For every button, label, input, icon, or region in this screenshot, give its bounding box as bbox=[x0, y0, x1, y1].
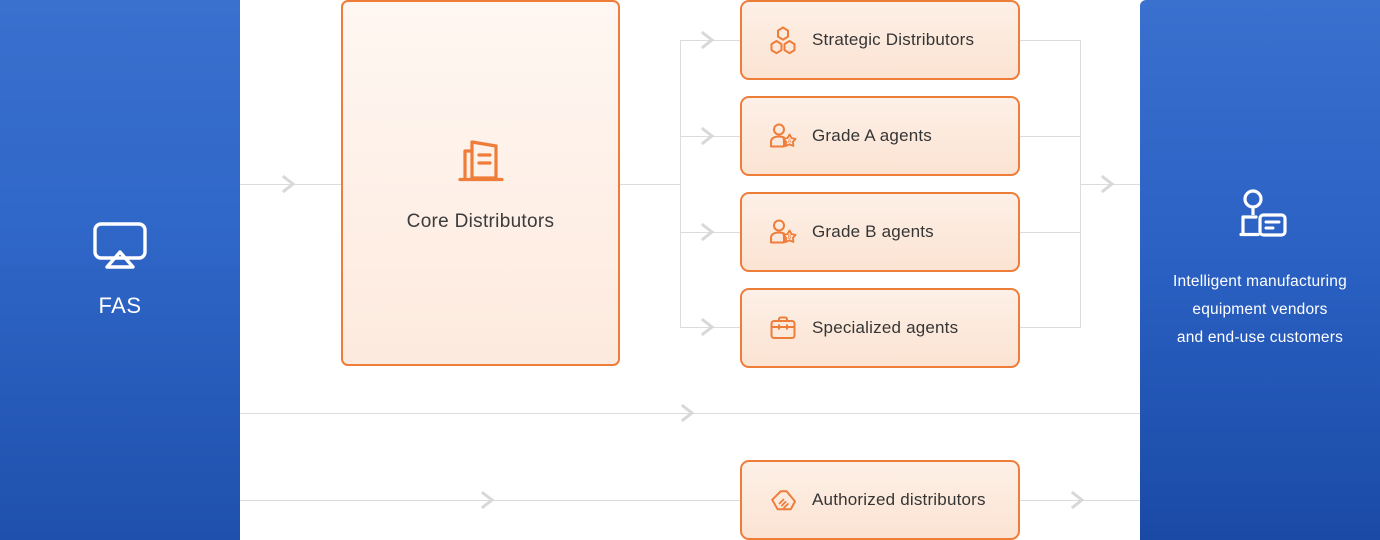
arrow-branch-2-icon bbox=[700, 126, 716, 146]
svg-text:B: B bbox=[787, 235, 791, 241]
card-strategic-distributors[interactable]: Strategic Distributors bbox=[740, 0, 1020, 80]
right-panel-line-2: equipment vendors bbox=[1192, 301, 1328, 318]
arrow-authorized-to-customers-icon bbox=[1070, 490, 1086, 510]
connector-left-trunk bbox=[680, 40, 681, 328]
right-panel-line-3: and end-use customers bbox=[1176, 329, 1344, 346]
card-label: Grade A agents bbox=[812, 126, 932, 145]
left-panel-fas: FAS bbox=[0, 0, 240, 540]
svg-text:A: A bbox=[787, 139, 791, 145]
core-distributors-box[interactable]: Core Distributors bbox=[341, 0, 620, 366]
right-panel-customers: Intelligent manufacturing equipment vend… bbox=[1140, 0, 1380, 540]
card-specialized-agents[interactable]: Specialized agents bbox=[740, 288, 1020, 368]
person-star-badge-b-icon: B bbox=[768, 217, 798, 247]
card-label: Authorized distributors bbox=[812, 490, 986, 509]
handshake-icon bbox=[768, 485, 798, 515]
card-grade-a-agents[interactable]: A Grade A agents bbox=[740, 96, 1020, 176]
connector-core-to-trunk bbox=[620, 184, 681, 185]
person-star-badge-a-icon: A bbox=[768, 121, 798, 151]
right-panel-line-1: Intelligent manufacturing bbox=[1173, 273, 1347, 290]
company-building-icon bbox=[454, 133, 508, 185]
core-distributors-label: Core Distributors bbox=[406, 211, 555, 232]
arrow-direct-to-customers-icon bbox=[680, 403, 696, 423]
card-label: Strategic Distributors bbox=[812, 30, 975, 49]
airplay-icon bbox=[92, 221, 148, 271]
card-label: Grade B agents bbox=[812, 222, 934, 241]
briefcase-icon bbox=[768, 313, 798, 343]
arrow-trunk-to-customers-icon bbox=[1100, 174, 1116, 194]
hexagon-cluster-icon bbox=[768, 25, 798, 55]
connector-merge-3 bbox=[1020, 232, 1081, 233]
left-panel-label: FAS bbox=[98, 293, 142, 318]
arrow-fas-to-authorized-icon bbox=[480, 490, 496, 510]
arrow-branch-1-icon bbox=[700, 30, 716, 50]
right-panel-label: Intelligent manufacturing equipment vend… bbox=[1173, 268, 1347, 352]
connector-merge-1 bbox=[1020, 40, 1081, 41]
card-authorized-distributors[interactable]: Authorized distributors bbox=[740, 460, 1020, 540]
card-label: Specialized agents bbox=[812, 318, 959, 337]
person-id-card-icon bbox=[1232, 188, 1288, 246]
arrow-branch-4-icon bbox=[700, 317, 716, 337]
connector-merge-2 bbox=[1020, 136, 1081, 137]
arrow-branch-3-icon bbox=[700, 222, 716, 242]
card-grade-b-agents[interactable]: B Grade B agents bbox=[740, 192, 1020, 272]
connector-merge-4 bbox=[1020, 327, 1081, 328]
arrow-fas-to-core-icon bbox=[281, 174, 297, 194]
